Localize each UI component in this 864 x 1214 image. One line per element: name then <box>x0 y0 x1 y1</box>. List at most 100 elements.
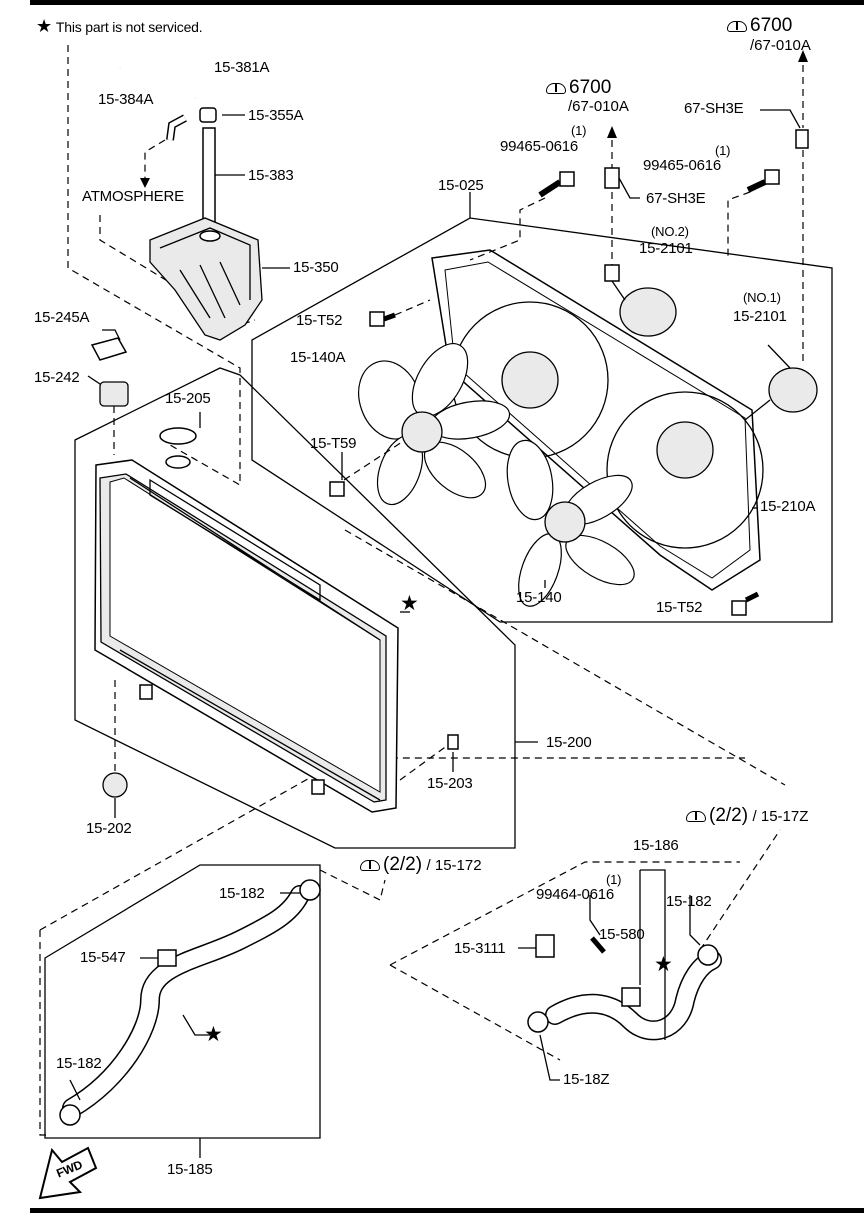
bolt-99465-left <box>538 171 575 198</box>
clip-15-580 <box>621 987 641 1007</box>
dash-cross <box>344 529 786 786</box>
label-15-547[interactable]: 15-547 <box>80 949 126 966</box>
bolt-15-T52-top <box>369 311 396 327</box>
clip-15-547 <box>157 949 177 967</box>
label-15-182-right[interactable]: 15-182 <box>666 893 712 910</box>
fan-shroud <box>431 249 764 591</box>
bolt-15-T52-bottom <box>731 591 760 616</box>
legend-text: This part is not serviced. <box>55 19 203 35</box>
rubber-mount <box>99 381 129 407</box>
ref-sub: 15-172 <box>434 857 482 874</box>
dash-upper-hose <box>389 861 740 966</box>
fan-motor-no2 <box>604 264 677 337</box>
book-icon <box>686 811 706 822</box>
legend-star: ★ <box>36 16 52 36</box>
label-15-580[interactable]: 15-580 <box>599 926 645 943</box>
label-15-T52-top[interactable]: 15-T52 <box>296 312 343 329</box>
label-15-025[interactable]: 15-025 <box>438 177 484 194</box>
label-15-383[interactable]: 15-383 <box>248 167 294 184</box>
label-15-140[interactable]: 15-140 <box>516 589 562 606</box>
nut-15-T59 <box>329 481 345 497</box>
ref-lower-hose[interactable]: (2/2) / 15-172 <box>360 855 482 876</box>
label-15-202[interactable]: 15-202 <box>86 820 132 837</box>
fan-15-140A <box>358 343 511 506</box>
label-15-182-left[interactable]: 15-182 <box>56 1055 102 1072</box>
ref-upper-hose[interactable]: (2/2) / 15-17Z <box>686 806 808 827</box>
label-67-SH3E-top[interactable]: 67-SH3E <box>684 100 744 117</box>
lower-hose-frame <box>44 864 321 1139</box>
label-99465-left[interactable]: 99465-0616 <box>500 138 579 155</box>
label-15-205[interactable]: 15-205 <box>165 390 211 407</box>
fan-motor-no1 <box>744 367 818 421</box>
label-67-SH3E-mid[interactable]: 67-SH3E <box>646 190 706 207</box>
ref-fan-motor-sub[interactable]: /67-010A <box>568 98 629 115</box>
label-no1: (NO.1) <box>743 290 781 305</box>
star-radiator: ★ <box>400 592 419 615</box>
radiator <box>94 459 399 813</box>
label-15-186[interactable]: 15-186 <box>633 837 679 854</box>
star-upper-hose: ★ <box>654 953 673 976</box>
ref-num: 6700 <box>569 77 612 98</box>
label-99464[interactable]: 99464-0616 <box>536 886 615 903</box>
dash-lower-left <box>39 930 48 1136</box>
label-15-T52-bottom[interactable]: 15-T52 <box>656 599 703 616</box>
fan-15-140 <box>506 439 635 607</box>
reservoir-dash-outline-2 <box>99 215 256 326</box>
ref-sub: 15-17Z <box>760 808 809 825</box>
clamp-15-18Z <box>527 1011 549 1033</box>
ref-top-right[interactable]: 6700 <box>727 16 792 37</box>
atmosphere-arrow <box>144 139 166 182</box>
label-99465-left-qty: (1) <box>571 123 587 138</box>
legend: ★ This part is not serviced. <box>36 16 203 36</box>
label-15-355A[interactable]: 15-355A <box>248 107 304 124</box>
label-15-185[interactable]: 15-185 <box>167 1161 213 1178</box>
label-15-200[interactable]: 15-200 <box>546 734 592 751</box>
star-lower-hose: ★ <box>204 1023 223 1046</box>
clamp-15-182-left <box>59 1104 81 1126</box>
label-15-350[interactable]: 15-350 <box>293 259 339 276</box>
dash-to-17Z <box>699 829 781 951</box>
ref-top-right-sub[interactable]: /67-010A <box>750 37 811 54</box>
radiator-cap <box>159 427 197 445</box>
label-15-140A[interactable]: 15-140A <box>290 349 346 366</box>
bolt-99465-right <box>746 169 780 193</box>
label-15-242[interactable]: 15-242 <box>34 369 80 386</box>
ref-fan-motor[interactable]: 6700 <box>546 78 611 99</box>
label-15-18Z[interactable]: 15-18Z <box>563 1071 610 1088</box>
label-15-203[interactable]: 15-203 <box>427 775 473 792</box>
label-15-210A[interactable]: 15-210A <box>760 498 816 515</box>
ref-num: 6700 <box>750 15 793 36</box>
bottom-border <box>30 1208 864 1213</box>
reservoir-cap <box>199 107 217 123</box>
clamp-15-182-top <box>299 879 321 901</box>
label-15-384A[interactable]: 15-384A <box>98 91 154 108</box>
label-15-T59[interactable]: 15-T59 <box>310 435 357 452</box>
label-no2: (NO.2) <box>651 224 689 239</box>
label-15-2101-no2[interactable]: 15-2101 <box>639 240 693 257</box>
label-15-381A[interactable]: 15-381A <box>214 59 270 76</box>
bolt-99464 <box>590 936 606 954</box>
clamp-15-182-right <box>697 944 719 966</box>
label-99465-right[interactable]: 99465-0616 <box>643 157 722 174</box>
connector-67-SH3E-mid <box>604 167 620 189</box>
top-border <box>30 0 864 5</box>
book-icon <box>727 21 747 32</box>
label-atmosphere: ATMOSPHERE <box>82 188 184 205</box>
label-15-182-top[interactable]: 15-182 <box>219 885 265 902</box>
book-icon <box>546 83 566 94</box>
label-15-2101-no1[interactable]: 15-2101 <box>733 308 787 325</box>
reservoir-dash-outline <box>67 45 241 487</box>
label-99465-right-qty: (1) <box>715 143 731 158</box>
fwd-arrow <box>38 1146 98 1200</box>
ref-num: (2/2) <box>709 805 749 826</box>
dash-upper-hose-2 <box>389 964 561 1061</box>
label-15-3111[interactable]: 15-3111 <box>454 940 506 957</box>
label-15-245A[interactable]: 15-245A <box>34 309 90 326</box>
label-99464-qty: (1) <box>606 872 622 887</box>
bracket-15-3111 <box>535 934 555 958</box>
clip-15-245A <box>90 337 128 361</box>
lower-mount <box>102 772 128 798</box>
connector-67-SH3E-top <box>795 129 809 149</box>
